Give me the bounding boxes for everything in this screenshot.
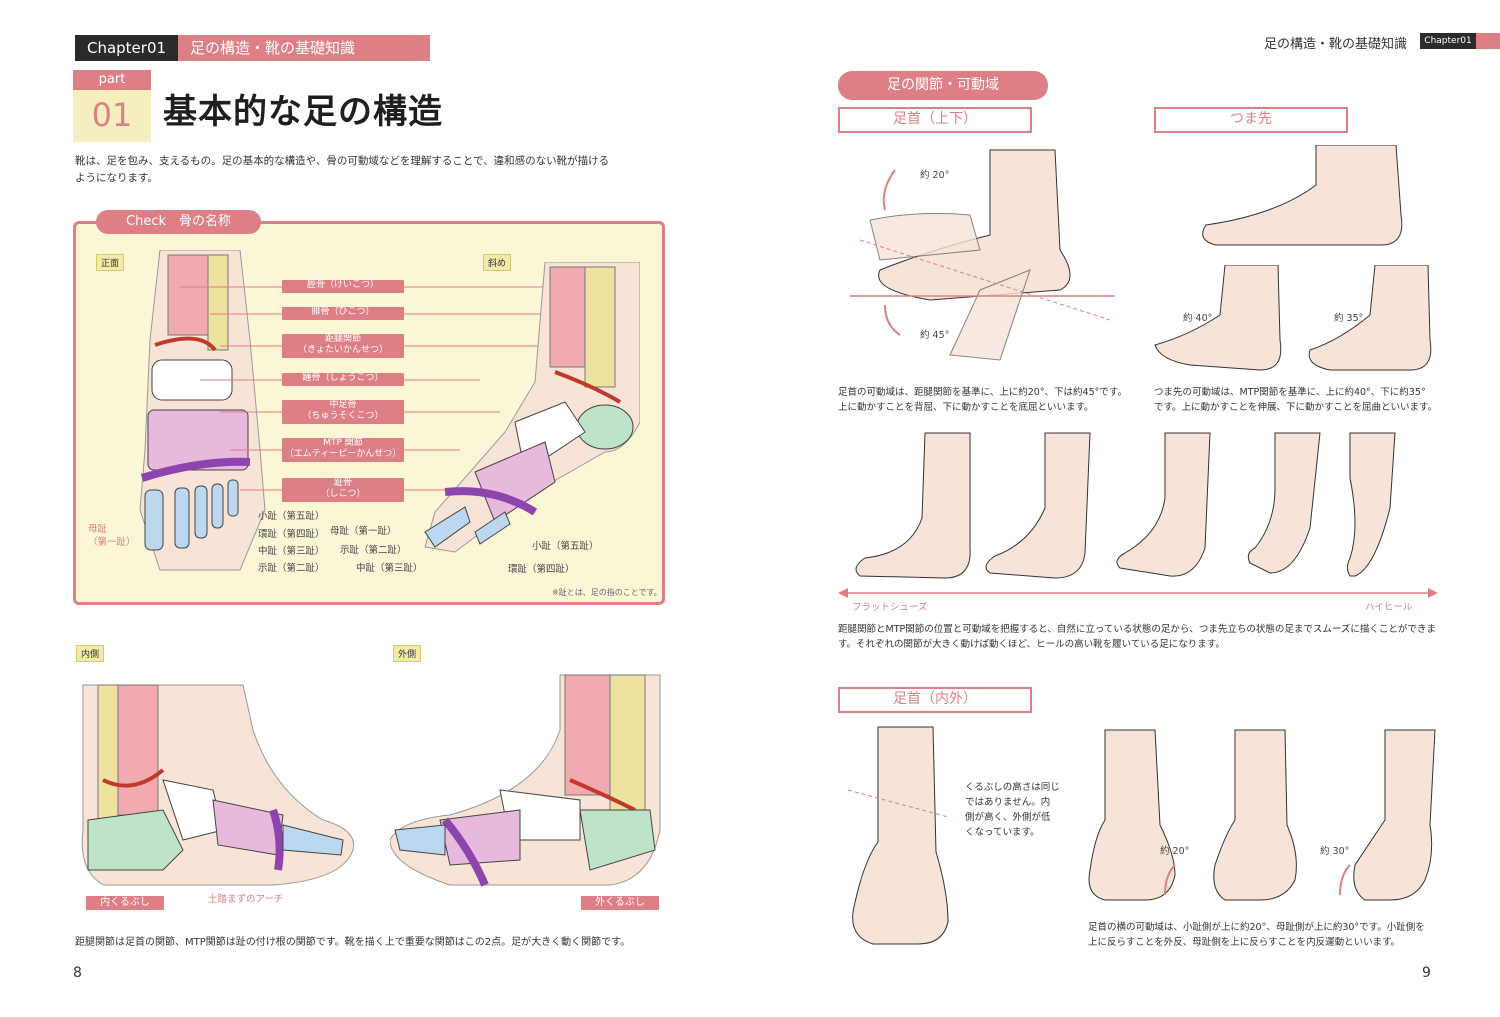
toe-caption: つま先の可動域は、MTP関節を基準に、上に約40°、下に約35° です。上に動か…	[1154, 385, 1437, 415]
inner-side-skeleton-illustration	[81, 684, 355, 886]
ankle-note-3: 側が高く、外側が低	[965, 812, 1051, 823]
ankle-height-note: くるぶしの高さは同じ ではありません。内 側が高く、外側が低 くなっています。	[965, 780, 1060, 840]
ankle-note-2: ではありません。内	[965, 797, 1051, 808]
oblique-tag: 斜め	[483, 254, 512, 271]
right-page-number: 9	[1422, 965, 1431, 981]
inner-ankle-label: 内くるぶし	[86, 896, 164, 910]
page-title: 基本的な足の構造	[163, 92, 443, 132]
label-mtp-line2: （エムティーピーかんせつ）	[284, 449, 402, 459]
front-foot-skeleton-illustration	[139, 250, 266, 571]
front-fourth-toe: 環趾（第四趾）	[258, 529, 325, 540]
chapter-header: Chapter01 足の構造・靴の基礎知識	[75, 35, 430, 61]
ankle-io-label: 足首（内外）	[838, 687, 1032, 713]
ankle-up-angle: 約 20°	[920, 170, 950, 181]
high-heel-label: ハイヒール	[1365, 602, 1413, 613]
toe-up-angle: 約 40°	[1183, 313, 1213, 324]
oblique-fourth-toe: 環趾（第四趾）	[508, 564, 575, 575]
label-mtp-joint: MTP 関節 （エムティーピーかんせつ）	[282, 438, 404, 462]
intro-line-2: ようになります。	[75, 172, 158, 184]
chapter-title: 足の構造・靴の基礎知識	[178, 35, 430, 61]
part-label: part	[73, 70, 151, 90]
label-talocrural-line2: （きょたいかんせつ）	[297, 345, 388, 355]
oblique-foot-skeleton-illustration	[424, 262, 640, 553]
label-tibia: 脛骨（けいこつ）	[282, 280, 404, 293]
front-big-toe: 母趾 （第一趾）	[88, 523, 136, 549]
front-second-toe: 示趾（第二趾）	[258, 563, 325, 574]
left-page-number: 8	[73, 965, 82, 981]
ankle-height-illustration	[848, 726, 949, 945]
ankle-ud-label: 足首（上下）	[838, 107, 1032, 133]
label-metatarsal-line2: （ちゅうそくこつ）	[302, 411, 384, 421]
right-chapter-label: Chapter01	[1420, 33, 1476, 49]
front-little-toe: 小趾（第五趾）	[258, 511, 325, 522]
side-left-angle: 約 20°	[1160, 846, 1190, 857]
label-mtp-line1: MTP 関節	[323, 438, 363, 448]
range-caption-2: す。それぞれの関節が大きく動けば動くほど、ヒールの高い靴を履いている足になります…	[838, 639, 1225, 650]
part-badge: part 01	[73, 70, 151, 142]
toe-down-angle: 約 35°	[1334, 313, 1364, 324]
range-arrow	[838, 588, 1438, 598]
label-talocrural-line1: 距腿関節	[324, 334, 361, 344]
outer-side-skeleton-illustration	[390, 674, 661, 887]
ankle-flex-illustration	[850, 149, 1115, 361]
side-right-angle: 約 30°	[1320, 846, 1350, 857]
label-calcaneus: 踵骨（しょうこつ）	[282, 373, 404, 386]
right-chapter-accent	[1476, 33, 1500, 49]
front-big-toe-name: 母趾	[88, 524, 108, 535]
chapter-label: Chapter01	[75, 35, 178, 61]
arch-label: 土踏まずのアーチ	[208, 894, 284, 905]
ankle-note-4: くなっています。	[965, 827, 1040, 838]
front-big-toe-sub: （第一趾）	[88, 537, 136, 548]
toe-label: つま先	[1154, 107, 1348, 133]
inner-tag: 内側	[76, 645, 105, 662]
outer-tag: 外側	[393, 645, 422, 662]
intro-line-1: 靴は、足を包み、支えるもの。足の基本的な構造や、骨の可動域などを理解することで、…	[75, 155, 610, 167]
range-caption: 距腿関節とMTP関節の位置と可動域を把握すると、自然に立っている状態の足から、つ…	[838, 622, 1436, 652]
label-phalanges-line1: 趾骨	[333, 478, 352, 488]
oblique-second-toe: 示趾（第二趾）	[340, 545, 407, 556]
ankle-note-1: くるぶしの高さは同じ	[965, 782, 1060, 793]
oblique-big-toe: 母趾（第一趾）	[330, 526, 397, 537]
ankle-caption-1: 足首の可動域は、距腿関節を基準に、上に約20°、下は約45°です。	[838, 387, 1127, 398]
check-note: ※趾とは、足の指のことです。	[552, 588, 662, 597]
part-number: 01	[91, 96, 133, 134]
ankle-down-angle: 約 45°	[920, 330, 950, 341]
check-title: Check 骨の名称	[96, 210, 261, 234]
toe-caption-2: です。上に動かすことを伸展、下に動かすことを屈曲といいます。	[1154, 402, 1438, 413]
ankle-side-tilt-illustration	[1088, 729, 1436, 901]
ankle-caption-2: 上に動かすことを背屈、下に動かすことを底屈といいます。	[838, 402, 1094, 413]
label-metatarsal-line1: 中足骨	[329, 400, 357, 410]
side-caption-1: 足首の横の可動域は、小趾側が上に約20°、母趾側が上に約30°です。小趾側を	[1088, 922, 1425, 933]
ankle-caption: 足首の可動域は、距腿関節を基準に、上に約20°、下は約45°です。 上に動かすこ…	[838, 385, 1127, 415]
side-caption-2: 上に反らすことを外反、母趾側を上に反らすことを内反運動といいます。	[1088, 937, 1401, 948]
toe-neutral-illustration	[1202, 145, 1403, 246]
running-title: 足の構造・靴の基礎知識	[1264, 37, 1408, 52]
front-third-toe: 中趾（第三趾）	[258, 546, 325, 557]
label-phalanges-line2: （しこつ）	[320, 489, 366, 499]
range-caption-1: 距腿関節とMTP関節の位置と可動域を把握すると、自然に立っている状態の足から、つ…	[838, 624, 1436, 635]
label-talocrural: 距腿関節 （きょたいかんせつ）	[282, 334, 404, 358]
toe-flexion-illustration	[1308, 265, 1432, 371]
toe-extension-illustration	[1154, 265, 1282, 371]
oblique-little-toe: 小趾（第五趾）	[532, 541, 599, 552]
flat-shoes-label: フラットシューズ	[852, 602, 928, 613]
label-fibula: 腓骨（ひこつ）	[282, 307, 404, 320]
section-title: 足の関節・可動域	[838, 71, 1048, 100]
outer-ankle-label: 外くるぶし	[581, 896, 659, 910]
front-tag: 正面	[96, 254, 125, 271]
label-phalanges: 趾骨 （しこつ）	[282, 478, 404, 502]
left-footer-text: 距腿関節は足首の関節、MTP関節は趾の付け根の関節です。靴を描く上で重要な関節は…	[75, 937, 631, 948]
foot-sequence-illustration	[855, 432, 1396, 579]
leader-lines	[180, 286, 590, 491]
oblique-third-toe: 中趾（第三趾）	[356, 563, 423, 574]
side-caption: 足首の横の可動域は、小趾側が上に約20°、母趾側が上に約30°です。小趾側を 上…	[1088, 920, 1425, 950]
toe-caption-1: つま先の可動域は、MTP関節を基準に、上に約40°、下に約35°	[1154, 387, 1426, 398]
label-metatarsal: 中足骨 （ちゅうそくこつ）	[282, 400, 404, 424]
intro-text: 靴は、足を包み、支えるもの。足の基本的な構造や、骨の可動域などを理解することで、…	[75, 153, 675, 187]
